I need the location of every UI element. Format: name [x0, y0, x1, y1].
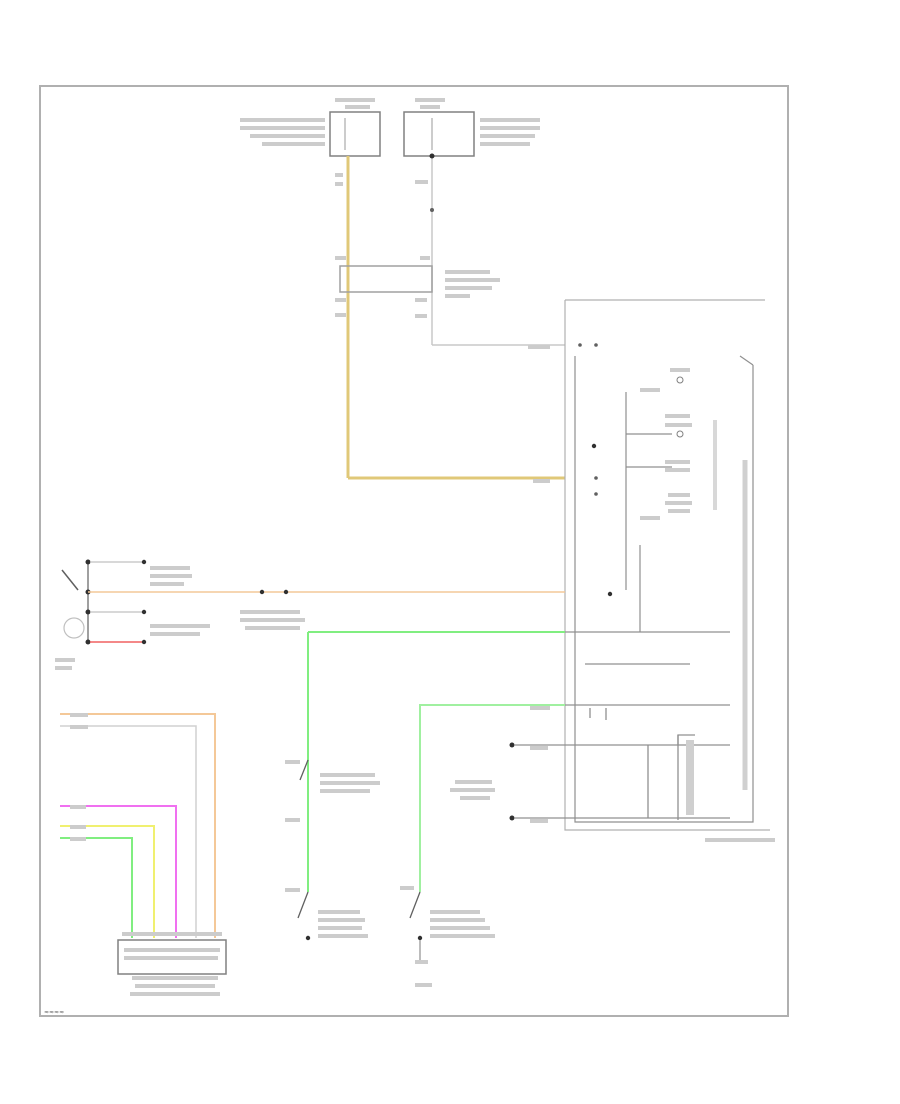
fuse-box-left	[240, 98, 381, 157]
gray-feed-wire	[415, 153, 565, 349]
light-green-signal-wire	[400, 704, 565, 987]
orange-signal-wire	[88, 589, 565, 630]
module-ground-inputs	[450, 742, 565, 823]
internal-circuit-a	[670, 368, 690, 384]
diagram-border	[39, 85, 789, 1017]
wiper-switch	[55, 559, 210, 670]
internal-circuit-c	[665, 460, 690, 472]
green-signal-wire	[285, 631, 565, 941]
yellow-feed-wire	[335, 156, 565, 483]
page-reference: ≈≈≈≈	[44, 1009, 64, 1016]
junction-connector	[335, 256, 500, 318]
bottom-left-connector	[117, 932, 227, 996]
internal-circuit-d	[665, 493, 692, 513]
control-module	[564, 299, 775, 842]
fuse-box-right	[403, 98, 540, 157]
internal-circuit-b	[665, 414, 692, 438]
bottom-left-harness	[60, 713, 216, 938]
